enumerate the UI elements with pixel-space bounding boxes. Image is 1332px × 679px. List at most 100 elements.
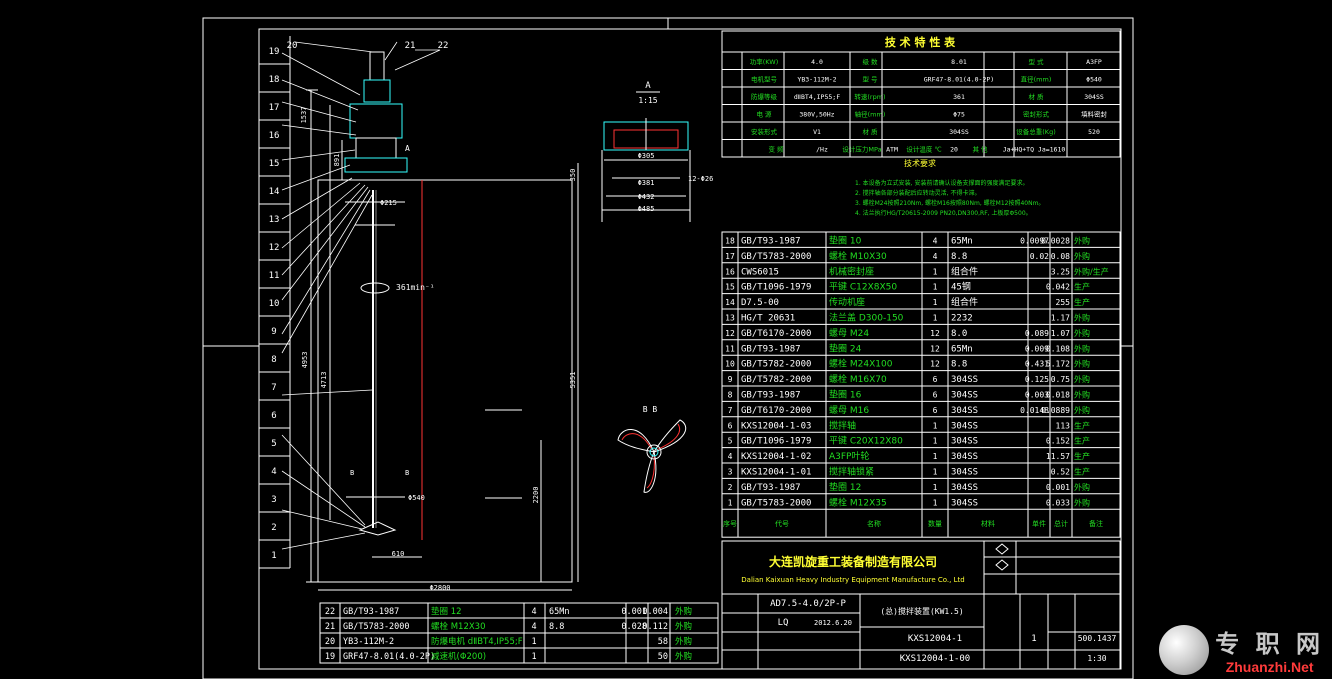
dim-540-text: Φ540	[408, 494, 425, 502]
parts-cell: GB/T6170-2000	[741, 406, 811, 416]
parts-cell: 6	[728, 421, 733, 430]
balloon-2: 2	[271, 523, 276, 533]
parts-cell: GB/T5782-2000	[741, 375, 811, 385]
parts-cell: 0.75	[1051, 375, 1070, 384]
lower-cell: 58	[658, 637, 668, 647]
parts-cell: 0.52	[1051, 468, 1070, 477]
req-title: 技术要求	[904, 158, 936, 168]
parts-cell: 生产	[1074, 451, 1090, 461]
parts-cell: 0.0889	[1041, 406, 1070, 415]
dim-4953-text: 4953	[301, 352, 309, 369]
section-b-label: B B	[643, 405, 658, 414]
parts-cell: 0.089	[1025, 329, 1049, 338]
mount-flange	[344, 157, 408, 173]
parts-cell: 11.57	[1046, 452, 1070, 461]
tech-cell: 填料密封	[1081, 110, 1108, 119]
parts-cell: 12	[930, 344, 940, 353]
parts-cell: 1	[933, 283, 938, 292]
parts-cell: 垫圈 24	[829, 342, 862, 354]
parts-cell: 1.07	[1051, 329, 1070, 338]
parts-cell: 0.431	[1025, 360, 1049, 369]
lower-cell: 22	[325, 607, 335, 617]
tech-cell: 型 号	[862, 75, 878, 84]
lower-cell: 外购	[675, 651, 692, 662]
parts-header-cell: 数量	[928, 519, 942, 528]
tech-cell: Φ75	[953, 111, 965, 119]
tech-cell: 304SS	[1084, 93, 1104, 101]
tech-cell: 设计温度 ℃	[906, 145, 941, 154]
parts-cell: 螺母 M24	[829, 328, 869, 339]
parts-cell: 0.042	[1046, 283, 1070, 292]
tech-table-frame	[721, 30, 1121, 158]
parts-cell: 0.152	[1046, 437, 1070, 446]
parts-cell: 12	[930, 360, 940, 369]
parts-cell: 304SS	[951, 375, 978, 385]
tech-cell: Ja+HQ+TQ Ja=1610	[1003, 146, 1066, 154]
parts-cell: 1	[933, 452, 938, 461]
parts-cell: 传动机座	[829, 296, 865, 308]
detail-a-view	[601, 118, 691, 222]
gearbox	[363, 79, 391, 103]
parts-cell: GB/T5783-2000	[741, 252, 811, 262]
parts-cell: GB/T5783-2000	[741, 498, 811, 508]
parts-cell: 0.02	[1030, 252, 1049, 261]
watermark-text-cn: 专 职 网	[1215, 630, 1324, 658]
parts-cell: GB/T6170-2000	[741, 329, 811, 339]
dim-5351-text: 5351	[569, 372, 577, 389]
balloon-3: 3	[271, 495, 276, 505]
parts-cell: 12	[725, 329, 735, 338]
dim-2800-text: Φ2800	[429, 584, 450, 592]
parts-cell: 0.08	[1051, 252, 1070, 261]
watermark: 专 职 网 Zhuanzhi.Net	[1159, 624, 1324, 675]
tech-cell: Φ540	[1086, 76, 1102, 84]
balloon-12: 12	[269, 243, 280, 253]
tech-cell: YB3-112M-2	[797, 76, 836, 84]
balloon-14: 14	[269, 187, 280, 197]
parts-cell: 304SS	[951, 498, 978, 508]
designer: LQ	[778, 618, 789, 628]
parts-cell: 2232	[951, 314, 973, 324]
seal-housing	[355, 137, 397, 159]
tech-table-title: 技 术 特 性 表	[885, 35, 956, 49]
tech-cell: ATM	[886, 146, 898, 154]
company-name-en: Dalian Kaixuan Heavy Industry Equipment …	[741, 576, 964, 584]
dim-305: Φ305	[638, 152, 655, 160]
lower-cell: 20	[325, 637, 335, 647]
req-line: 3. 螺栓M24按照210Nm, 螺栓M16按照80Nm, 螺栓M12按照40N…	[855, 199, 1044, 207]
tech-cell: 级 数	[862, 57, 878, 66]
parts-cell: 65Mn	[951, 237, 973, 247]
parts-cell: 外购	[1074, 374, 1090, 384]
lower-cell: 螺栓 M12X30	[431, 621, 486, 632]
parts-cell: KXS12004-1-01	[741, 468, 811, 478]
parts-cell: 1	[933, 314, 938, 323]
parts-cell: 65Mn	[951, 344, 973, 354]
parts-cell: 304SS	[951, 468, 978, 478]
parts-cell: 7	[728, 406, 733, 415]
lower-cell: 外购	[675, 606, 692, 617]
inner-frame	[258, 28, 1122, 670]
tech-cell: 变 频	[768, 145, 784, 154]
watermark-text-en: Zhuanzhi.Net	[1225, 659, 1314, 675]
rotation-arrow	[360, 282, 390, 294]
tech-cell: 功率(KW)	[750, 57, 779, 66]
tech-cell: 材 质	[862, 127, 878, 136]
tech-cell: 密封形式	[1023, 110, 1050, 119]
parts-cell: 8.8	[951, 360, 967, 370]
tech-cell: 设计压力MPa	[842, 145, 881, 154]
parts-cell: 10	[725, 360, 735, 369]
parts-cell: 法兰盖 D300-150	[829, 312, 904, 324]
parts-cell: 18	[725, 237, 735, 246]
parts-cell: 平键 C20X12X80	[829, 435, 903, 447]
balloon-13: 13	[269, 215, 280, 225]
dim-4713-text: 4713	[320, 372, 328, 389]
parts-cell: 1	[933, 468, 938, 477]
parts-cell: 0.0148	[1020, 406, 1049, 415]
parts-cell: 1	[728, 498, 733, 507]
section-a-scale: 1:15	[638, 96, 657, 105]
parts-cell: 4	[933, 237, 938, 246]
parts-cell: 17	[725, 252, 735, 261]
